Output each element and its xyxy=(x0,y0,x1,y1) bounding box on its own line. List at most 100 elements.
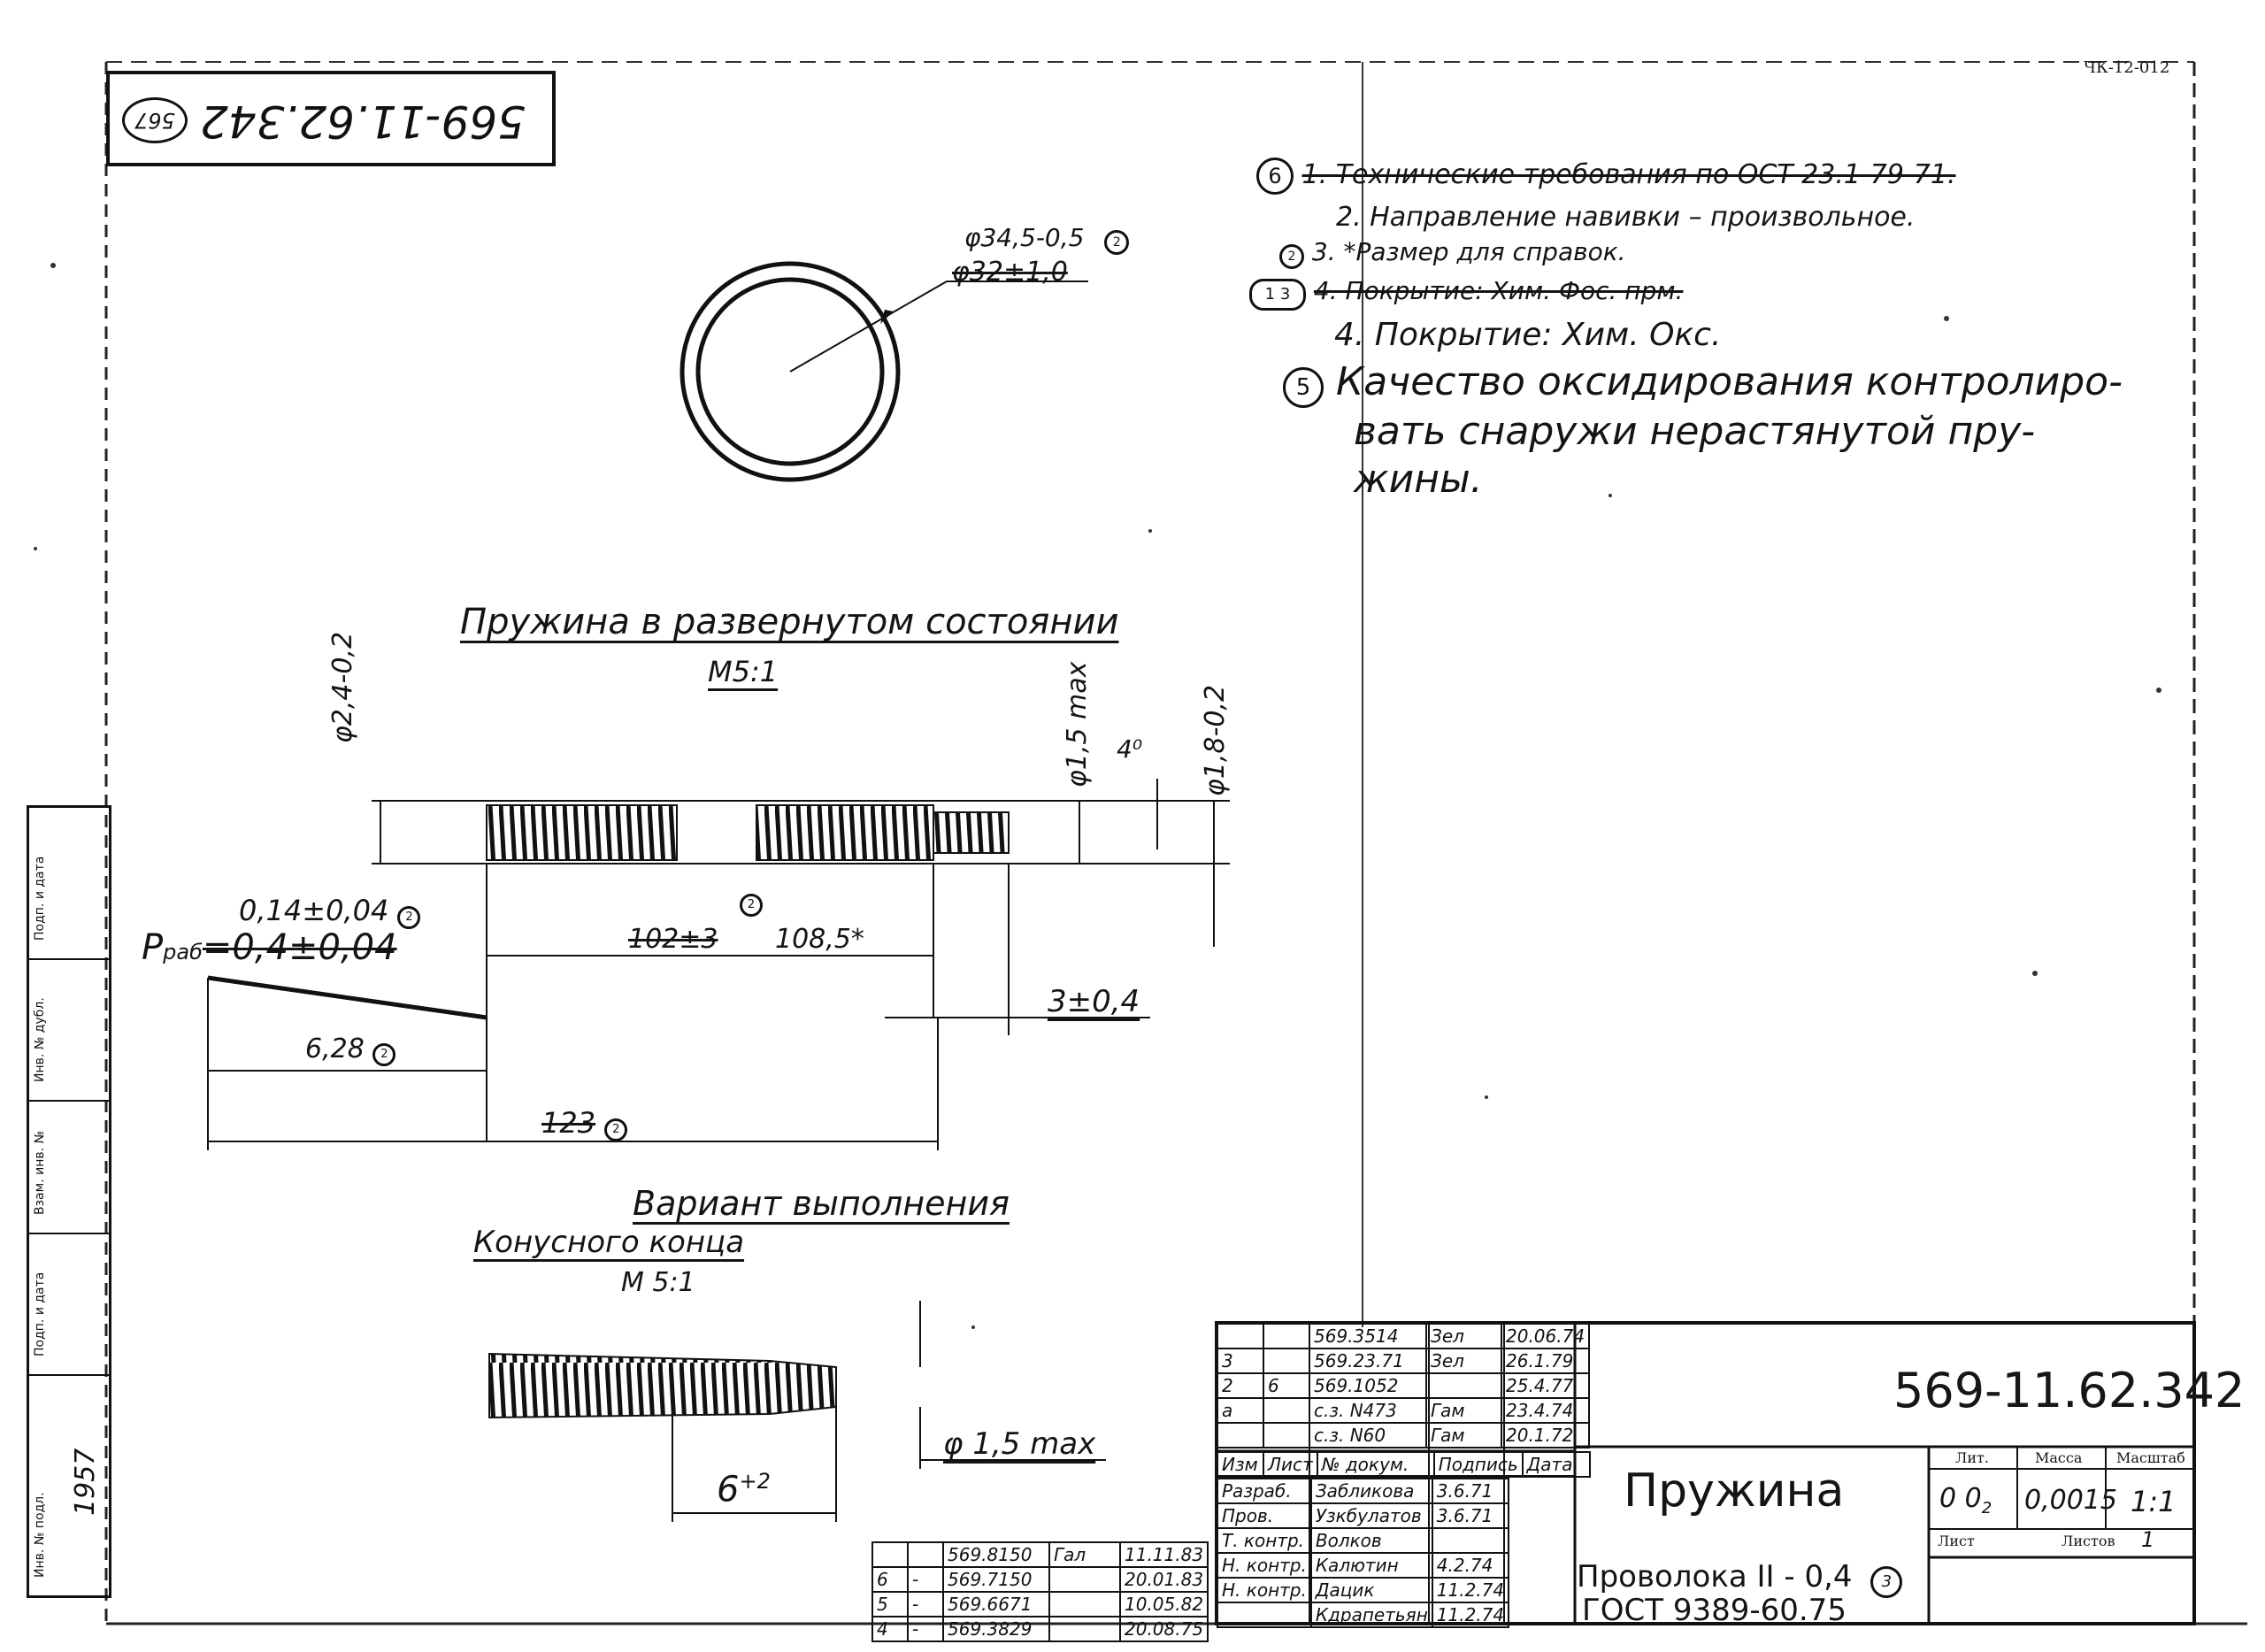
length-old: 102±3 xyxy=(628,924,718,955)
lit-header: Лит. xyxy=(1955,1449,1989,1466)
note-4-old-row: 1 3 4. Покрытие: Хим. Фос. прм. xyxy=(1249,276,1683,311)
note-1-mark: 6 xyxy=(1256,158,1294,195)
material-line-1: Проволока II - 0,4 xyxy=(1577,1559,1853,1594)
lower-change-sign: Гал xyxy=(1048,1541,1121,1568)
sidebar-inv-number: 1957 xyxy=(70,1448,101,1516)
lower-change-list xyxy=(907,1541,944,1568)
sheets-label: Листов xyxy=(2062,1533,2115,1549)
lower-change-sign xyxy=(1048,1616,1121,1642)
change-date: 20.06.74 xyxy=(1500,1323,1591,1349)
role-title: Т. контр. xyxy=(1217,1527,1312,1554)
lit-values: 0 02 xyxy=(1939,1483,1992,1518)
note-3-mark: 2 xyxy=(1279,244,1304,269)
force-old-value: =0,4±0,04 xyxy=(202,927,397,968)
ring-dim-new-row: φ34,5-0,5 2 xyxy=(964,223,1130,255)
change-sign: Гам xyxy=(1425,1397,1502,1424)
header-sign: Подпись xyxy=(1432,1451,1524,1478)
lower-change-doc: 569.8150 xyxy=(942,1541,1050,1568)
lower-change-date: 20.01.83 xyxy=(1118,1566,1209,1593)
lower-change-doc: 569.6671 xyxy=(942,1591,1050,1617)
title-designation: 569-11.62.342 xyxy=(1893,1363,2246,1418)
cone-scale: М 5:1 xyxy=(621,1267,695,1298)
role-title: Н. контр. xyxy=(1217,1577,1312,1603)
ring-diameter-new: φ34,5-0,5 xyxy=(964,223,1085,252)
role-date xyxy=(1431,1527,1510,1554)
sidebar-label-0: Подп. и дата xyxy=(33,856,47,941)
role-date: 4.2.74 xyxy=(1431,1552,1510,1579)
change-sign xyxy=(1425,1372,1502,1399)
ring-dim-mark: 2 xyxy=(1104,230,1130,255)
cone-end-diameter: φ 1,5 max xyxy=(943,1426,1096,1462)
lower-change-list: - xyxy=(907,1566,944,1593)
length-mark: 2 xyxy=(740,894,763,917)
role-row: Т. контр.Волков xyxy=(1217,1527,1510,1554)
scale-value: 1:1 xyxy=(2131,1485,2177,1518)
change-doc: 569.1052 xyxy=(1309,1372,1427,1399)
sheets-value: 1 xyxy=(2141,1527,2155,1552)
length-mark-row: 2 xyxy=(740,894,763,917)
note-3-row: 2 3. *Размер для справок. xyxy=(1279,237,1626,269)
role-date: 3.6.71 xyxy=(1431,1502,1510,1529)
unrolled-scale: М5:1 xyxy=(708,655,779,688)
sidebar-label-4: Инв. № подл. xyxy=(33,1492,47,1578)
lower-change-sign xyxy=(1048,1566,1121,1593)
lower-change-izm: 6 xyxy=(871,1566,909,1593)
role-date: 11.2.74 xyxy=(1431,1602,1510,1628)
cone-title-2: Конусного конца xyxy=(473,1225,745,1260)
change-list xyxy=(1263,1323,1310,1349)
role-date: 3.6.71 xyxy=(1431,1478,1510,1504)
total-length-row: 123 2 xyxy=(541,1106,628,1141)
header-izm: Изм xyxy=(1217,1451,1264,1478)
header-list: Лист xyxy=(1263,1451,1318,1478)
material-line-2: ГОСТ 9389-60.75 xyxy=(1582,1593,1847,1628)
lower-change-izm: 5 xyxy=(871,1591,909,1617)
lower-change-list: - xyxy=(907,1591,944,1617)
note-4-new: 4. Покрытие: Хим. Окс. xyxy=(1334,317,1722,353)
change-date: 23.4.74 xyxy=(1500,1397,1591,1424)
unrolled-title: Пружина в развернутом состоянии xyxy=(460,602,1119,642)
lower-change-date: 20.08.75 xyxy=(1118,1616,1209,1642)
force-mark: 2 xyxy=(397,906,421,929)
role-name: Узкбулатов xyxy=(1309,1502,1433,1529)
material-row: Проволока II - 0,4 3 xyxy=(1577,1559,1903,1598)
change-izm xyxy=(1217,1323,1264,1349)
scale-header: Масштаб xyxy=(2116,1449,2185,1466)
header-doc: № докум. xyxy=(1316,1451,1435,1478)
lower-change-date: 10.05.82 xyxy=(1118,1591,1209,1617)
material-mark: 3 xyxy=(1870,1566,1903,1598)
role-title: Н. контр. xyxy=(1217,1552,1312,1579)
role-name: Волков xyxy=(1309,1527,1433,1554)
change-sign: Гам xyxy=(1425,1422,1502,1448)
corner-mark: ЧК-12-012 xyxy=(2084,58,2170,77)
note-1-row: 6 1. Технические требования по ОСТ 23.1-… xyxy=(1256,158,1956,195)
note-2: 2. Направление навивки – произвольное. xyxy=(1336,202,1916,233)
cone-length-row: 6+2 xyxy=(717,1469,771,1510)
lead-length: 6,28 xyxy=(305,1033,365,1064)
left-sidebar: Подп. и дата Инв. № дубл. Взам. инв. № П… xyxy=(27,805,111,1598)
change-date: 20.1.72 xyxy=(1500,1422,1591,1448)
role-date: 11.2.74 xyxy=(1431,1577,1510,1603)
lower-change-doc: 569.3829 xyxy=(942,1616,1050,1642)
sidebar-label-1: Инв. № дубл. xyxy=(33,997,47,1082)
role-name: Кдрапетьян xyxy=(1309,1602,1433,1628)
mass-value: 0,0015 xyxy=(2024,1485,2117,1516)
role-name: Забликова xyxy=(1309,1478,1433,1504)
note-1: 1. Технические требования по ОСТ 23.1-79… xyxy=(1301,159,1956,190)
lit-2-subscript: 2 xyxy=(1981,1499,1992,1518)
lead-length-mark: 2 xyxy=(372,1043,396,1066)
change-doc: 569.3514 xyxy=(1309,1323,1427,1349)
cone-title-1: Вариант выполнения xyxy=(633,1184,1010,1223)
change-list: 6 xyxy=(1263,1372,1310,1399)
